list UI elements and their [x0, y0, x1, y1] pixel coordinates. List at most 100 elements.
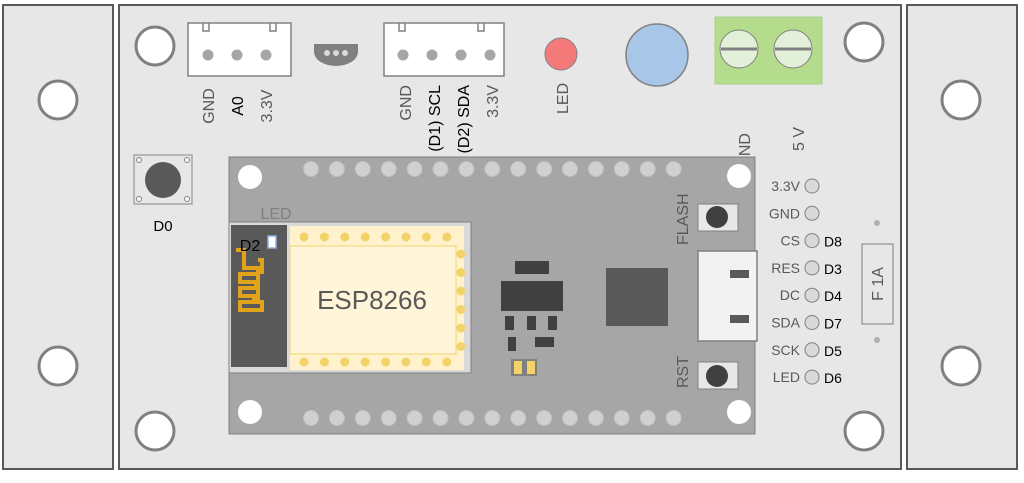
- fuse: [861, 243, 894, 325]
- esp8266-module: [228, 221, 472, 374]
- module-pad: [421, 232, 431, 242]
- mounting-hole: [37, 345, 79, 387]
- module-pads: [299, 232, 466, 367]
- module-pad: [299, 357, 309, 367]
- flash-label: FLASH: [675, 193, 692, 245]
- header-pin: [484, 410, 501, 426]
- header-pin: [303, 161, 319, 177]
- mounting-hole: [940, 345, 982, 387]
- mounting-hole: [940, 79, 982, 121]
- module-pad: [456, 305, 466, 314]
- header-pin: [665, 410, 682, 426]
- pin-label-5v: 5 V: [791, 127, 808, 151]
- smd-component: [508, 337, 516, 351]
- display-pin-label: SCK: [771, 342, 800, 358]
- esp8266-chip-label: ESP8266: [317, 285, 427, 315]
- display-pin-label: SDA: [771, 315, 800, 331]
- rst-label: RST: [675, 356, 692, 388]
- pin-label-3v3: 3.3V: [259, 89, 276, 122]
- header-pin: [639, 161, 656, 177]
- header-pin: [510, 410, 527, 426]
- left-side-panel: [2, 4, 114, 470]
- header-pin: [380, 410, 397, 426]
- display-pin: [804, 315, 820, 330]
- display-pin-label: LED: [773, 369, 800, 385]
- fuse-lead: [874, 220, 880, 226]
- mounting-hole: [843, 21, 885, 63]
- i2c-connector: [383, 22, 505, 77]
- d2-label: D2: [240, 238, 261, 255]
- rst-button[interactable]: [697, 361, 739, 390]
- header-pin: [328, 410, 345, 426]
- header-pin: [613, 410, 630, 426]
- display-pin-label: 3.3V: [771, 178, 800, 194]
- d0-label: D0: [153, 218, 172, 235]
- header-pin: [458, 410, 475, 426]
- d0-pushbutton[interactable]: [133, 154, 193, 205]
- display-pin-label: DC: [780, 287, 800, 303]
- header-pin: [354, 410, 371, 426]
- pin-label-a0: A0: [230, 96, 247, 116]
- module-pad: [442, 357, 452, 367]
- pin-label-3v3: 3.3V: [485, 85, 502, 118]
- display-signal-label: D4: [824, 288, 842, 304]
- module-pad: [319, 357, 329, 367]
- module-pad: [319, 232, 329, 242]
- display-pin: [804, 287, 820, 303]
- module-pad: [401, 357, 411, 367]
- module-pad: [381, 232, 391, 242]
- mounting-hole: [843, 410, 885, 452]
- module-pad: [381, 357, 391, 367]
- module-pad: [401, 232, 411, 242]
- flash-button[interactable]: [697, 203, 739, 232]
- pin-label-gnd: GND: [398, 85, 415, 121]
- display-pin-label: CS: [781, 233, 800, 249]
- smd-component: [535, 337, 554, 347]
- board-mount-holes: [238, 164, 751, 424]
- top-pin-header: [303, 161, 682, 177]
- display-signal-label: D7: [824, 316, 842, 332]
- analog-pin-labels: GND A0 3.3V: [201, 88, 276, 124]
- mounting-hole: [134, 410, 176, 452]
- sensor-component: [314, 44, 358, 66]
- header-pin: [328, 161, 345, 177]
- display-pin: [804, 205, 820, 221]
- module-pad: [340, 232, 350, 242]
- module-pad: [456, 268, 466, 277]
- module-pad: [360, 232, 370, 242]
- header-pin: [536, 410, 553, 426]
- header-pin: [587, 161, 604, 177]
- display-signal-label: D5: [824, 343, 842, 359]
- module-pad: [456, 286, 466, 296]
- bottom-pin-header: [303, 410, 682, 426]
- pin-label-sda: (D2) SDA: [456, 85, 473, 154]
- header-pin: [406, 410, 423, 426]
- header-pin: [484, 161, 501, 177]
- header-pin: [380, 161, 397, 177]
- header-pin: [562, 161, 578, 177]
- voltage-regulator: [501, 261, 563, 330]
- header-pin: [458, 161, 475, 177]
- blue-button[interactable]: [625, 23, 689, 87]
- red-led: [544, 37, 578, 71]
- display-signal-label: D3: [824, 261, 842, 277]
- usb-connector: [697, 250, 758, 342]
- header-pin: [406, 161, 423, 177]
- display-pin-label: RES: [771, 260, 800, 276]
- module-pad: [360, 357, 370, 367]
- header-pin: [510, 161, 527, 177]
- mounting-hole: [134, 25, 176, 67]
- display-pin-label: GND: [769, 205, 800, 221]
- header-pin: [562, 410, 578, 426]
- module-pad: [456, 323, 466, 333]
- header-pin: [665, 161, 682, 177]
- board-led-label: LED: [260, 206, 291, 223]
- right-side-panel: [906, 4, 1018, 470]
- i2c-pin-labels: GND (D1) SCL (D2) SDA 3.3V: [398, 85, 502, 154]
- header-pin: [613, 161, 630, 177]
- pin-label-gnd: GND: [201, 88, 218, 124]
- display-pin: [804, 369, 820, 385]
